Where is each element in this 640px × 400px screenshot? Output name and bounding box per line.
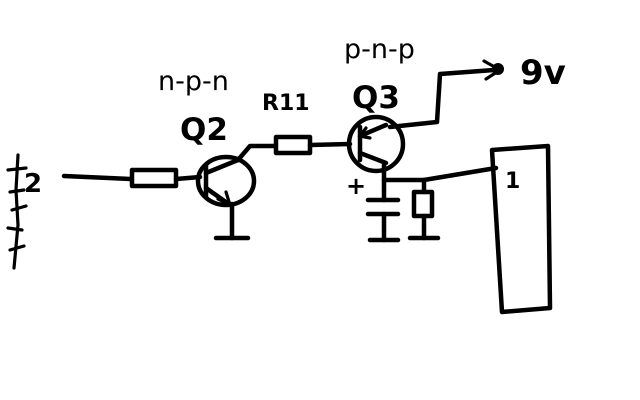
output-block-label: 1 <box>505 169 520 194</box>
q3-body <box>346 114 406 174</box>
wire-to-output-block <box>381 165 499 183</box>
capacitor-polarity-label: + <box>346 172 366 200</box>
input-label: 2 <box>24 169 42 199</box>
q3-collector-lead <box>357 150 389 166</box>
q3-label: Q3 <box>352 80 400 116</box>
supply-label: 9v <box>520 53 566 93</box>
transistor-q2 <box>195 154 257 208</box>
q2-body <box>195 154 257 208</box>
q2-collector-lead <box>203 157 241 176</box>
wire-q2-to-r11 <box>235 143 277 163</box>
input-source: 2 <box>6 153 42 270</box>
resistor-r11 <box>273 134 313 156</box>
supply-arrow <box>482 59 502 81</box>
wire-r11-to-q3 <box>307 141 353 148</box>
input-resistor <box>129 167 179 189</box>
load-resistor <box>411 189 435 219</box>
npn-type-label: n-p-n <box>158 66 229 97</box>
wire-resistor-to-q2 <box>173 174 203 182</box>
output-block <box>489 143 553 315</box>
pnp-type-label: p-n-p <box>344 34 415 65</box>
q3-emitter-lead <box>357 122 389 139</box>
q2-label: Q2 <box>180 112 228 148</box>
wire-q3-to-supply <box>387 67 497 130</box>
q3-emitter-arrow <box>358 126 372 140</box>
input-wire <box>61 173 133 182</box>
transistor-q3 <box>346 114 406 174</box>
r11-label: R11 <box>262 91 310 116</box>
